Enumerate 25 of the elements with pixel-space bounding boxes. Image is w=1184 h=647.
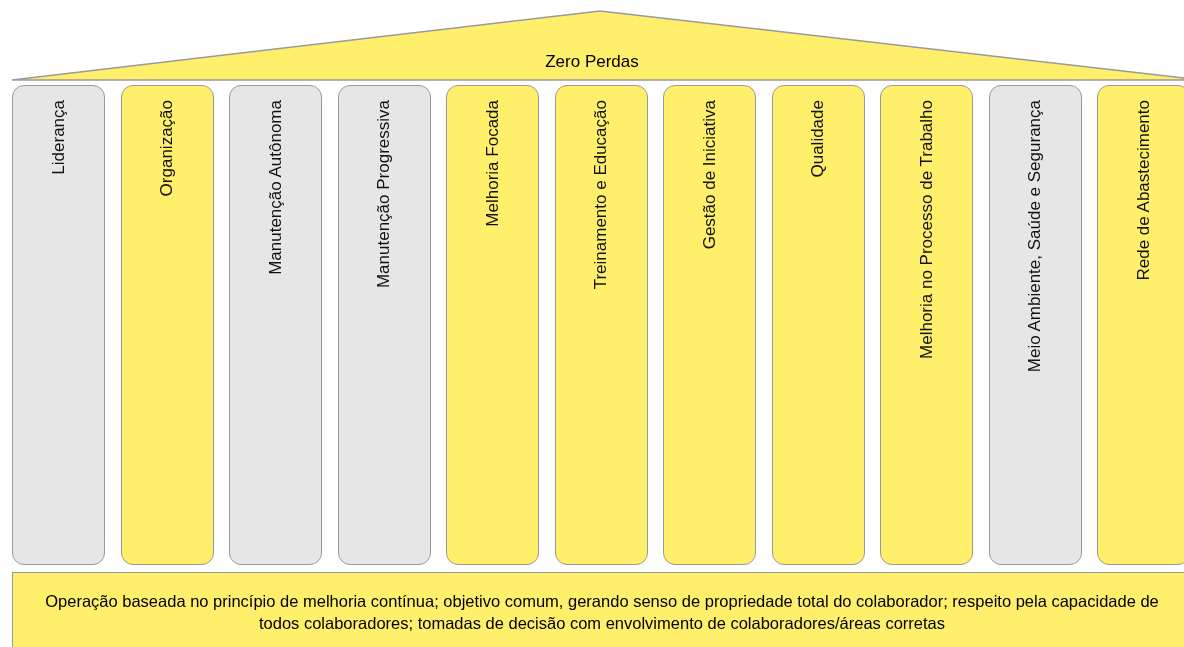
roof-label: Zero Perdas bbox=[544, 52, 640, 72]
pillar-box bbox=[229, 85, 322, 565]
pillar-label: Gestão de Iniciativa bbox=[699, 100, 720, 250]
pillar-box bbox=[337, 85, 431, 565]
pillar-box bbox=[120, 85, 214, 565]
pillar-box bbox=[880, 85, 973, 565]
foundation-band bbox=[12, 572, 1184, 647]
pillar-label: Qualidade bbox=[808, 100, 828, 178]
pillar-label: Rede de Abastecimento bbox=[1133, 100, 1154, 281]
pillar-label: Treinamento e Educação bbox=[591, 100, 611, 290]
pillar-label: Meio Ambiente, Saúde e Segurança bbox=[1025, 100, 1045, 373]
foundation-text: Operação baseada no princípio de melhoria contínua; objetivo comum, gerando senso de propriedade total do colaborador; respeito pela capacidade de todos colaboradores; tomadas de decisão com envolvimento de colaboradores/áreas corretas bbox=[44, 590, 1160, 634]
pillar-label: Melhoria Focada bbox=[482, 100, 503, 227]
pillar-label: Melhoria no Processo de Trabalho bbox=[916, 100, 937, 359]
pillar-box bbox=[554, 85, 648, 565]
pillar-box bbox=[12, 85, 105, 565]
pillar-label: Organização bbox=[157, 100, 177, 197]
pillar-box bbox=[663, 85, 756, 565]
pillar-label: Liderança bbox=[48, 100, 69, 175]
pillar-box bbox=[988, 85, 1082, 565]
pillar-box bbox=[446, 85, 539, 565]
pillar-box bbox=[1097, 85, 1184, 565]
pillar-box bbox=[771, 85, 865, 565]
pillar-label: Manutenção Autônoma bbox=[265, 100, 286, 275]
pillar-label: Manutenção Progressiva bbox=[374, 100, 394, 289]
